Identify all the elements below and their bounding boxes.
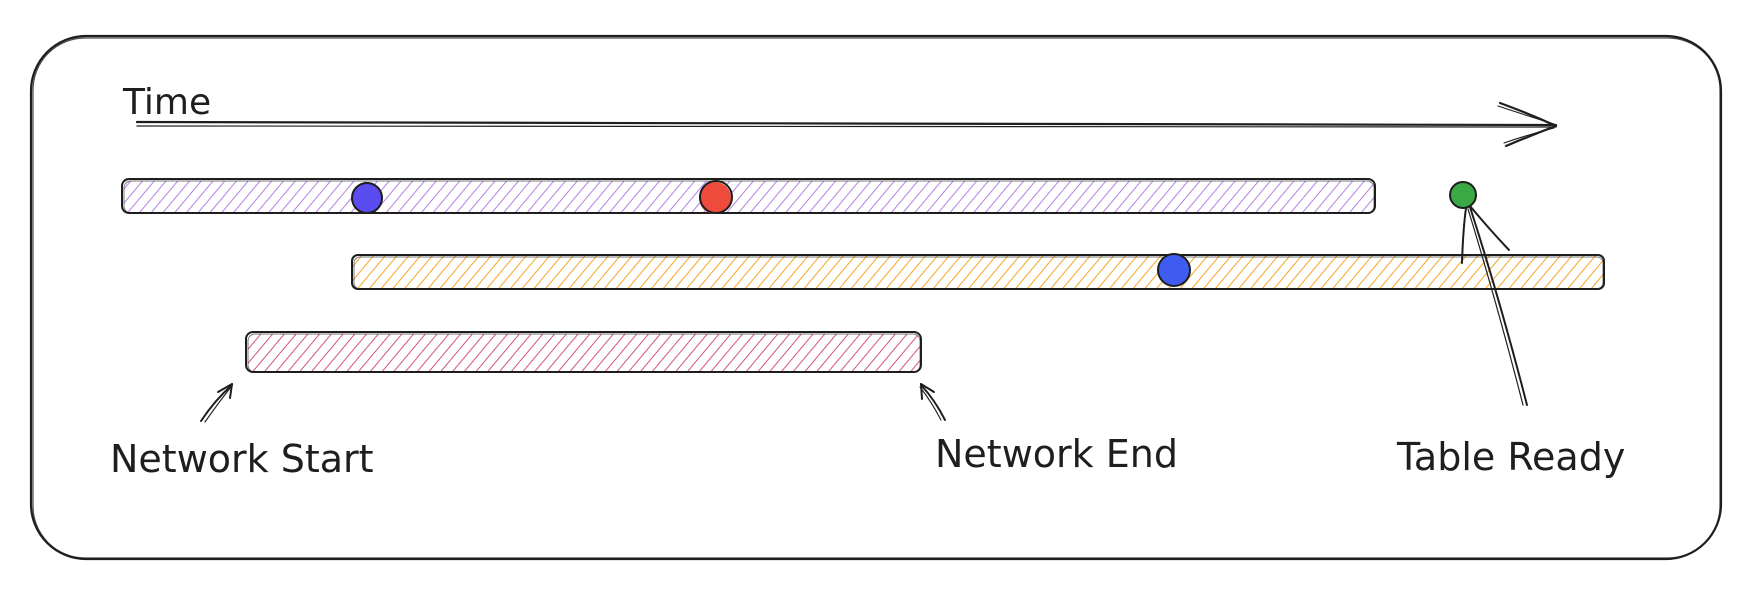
outer-frame xyxy=(29,34,1723,561)
time-label: Time xyxy=(122,82,211,123)
network-end-label: Network End xyxy=(935,432,1178,476)
bar-orange xyxy=(351,254,1605,290)
network-start-label: Network Start xyxy=(110,437,374,481)
network-start-arrow xyxy=(200,383,233,423)
bar-purple xyxy=(121,178,1376,214)
red-dot-purple-bar xyxy=(699,180,733,214)
blue-dot-purple-bar xyxy=(351,182,383,214)
bar-pink xyxy=(245,331,922,373)
green-dot-table-ready xyxy=(1449,181,1477,209)
table-ready-arrow xyxy=(1461,205,1528,406)
network-end-arrow xyxy=(919,383,946,421)
table-ready-label: Table Ready xyxy=(1396,435,1625,479)
blue-dot-orange-bar xyxy=(1157,253,1191,287)
time-arrow xyxy=(135,101,1558,148)
